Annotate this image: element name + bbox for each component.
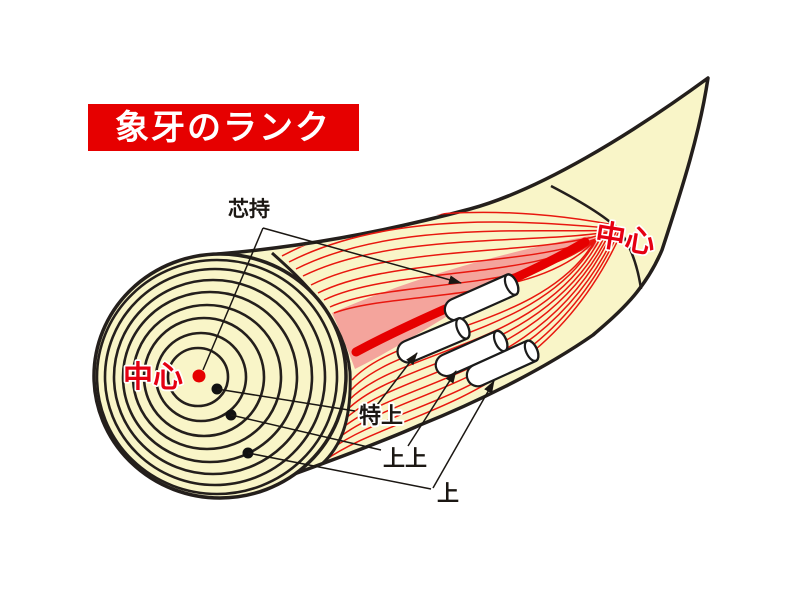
label-jojo: 上上 (383, 446, 427, 471)
leader-dot-to-jo (247, 452, 432, 490)
label-tokujo: 特上 (359, 403, 403, 428)
tip-cut-boundary (550, 184, 643, 290)
center-dot (192, 369, 206, 383)
leader-dot-to-jojo (230, 414, 382, 451)
label-jo: 上 (437, 481, 459, 506)
title-text: 象牙のランク (115, 109, 331, 147)
leader-dot-to-tokujo (216, 388, 356, 412)
cylinder-tokujo (396, 317, 471, 364)
leader-lines (202, 227, 495, 490)
billet-cylinders (396, 273, 540, 388)
label-shinmochi: 芯持 (228, 197, 270, 221)
leader-shinmochi-to-dot (202, 227, 264, 371)
leader-jo-to-cylinder (432, 380, 495, 489)
face-band-edge (271, 251, 352, 466)
growth-rings (95, 258, 339, 496)
label-center-left: 中心 (123, 361, 183, 394)
title-banner-box (88, 104, 359, 151)
leader-tokujo-to-cylinder (373, 352, 418, 410)
leader-shinmochi-to-cylinder (262, 227, 462, 285)
cylinder-shinmochi (443, 273, 520, 322)
cross-section-face (92, 252, 348, 500)
title-banner: 象牙のランク (88, 104, 359, 151)
leader-jojo-to-cylinder (407, 370, 457, 447)
cylinder-jo (465, 339, 540, 388)
